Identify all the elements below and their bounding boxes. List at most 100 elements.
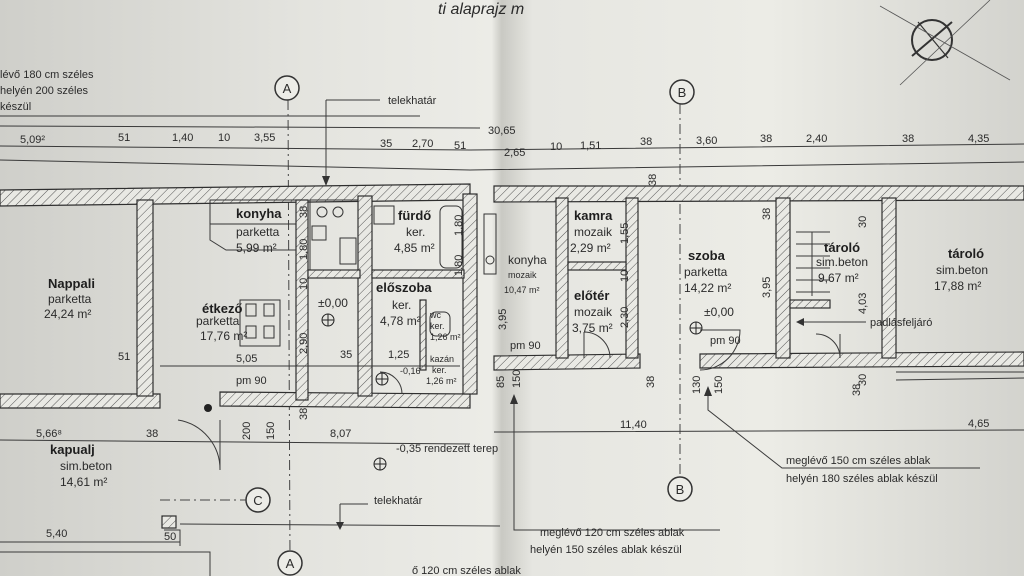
room-area: 14,61 m² [60, 475, 107, 489]
label-telekhatar-bottom: telekhatár [374, 495, 423, 507]
room-finish: ker. [430, 321, 445, 331]
svg-text:3,95: 3,95 [761, 277, 773, 298]
dim-top-total: 30,65 [488, 125, 516, 137]
room-area: 3,75 m² [572, 321, 613, 335]
label-pm90: pm 90 [510, 340, 541, 352]
dim-bottom: 4,65 [968, 418, 989, 430]
room-furdo: fürdő ker. 4,85 m² [394, 208, 435, 255]
level-minus: -0,16 [400, 366, 421, 376]
room-finish: parketta [684, 265, 728, 279]
level-marker-icon [204, 313, 703, 471]
dim-top: 4,35 [968, 133, 989, 145]
dim-top: 10 [218, 132, 230, 144]
svg-text:200: 200 [241, 422, 253, 440]
room-eloter: előtér mozaik 3,75 m² [572, 288, 613, 335]
svg-text:3,95: 3,95 [497, 309, 509, 330]
note-bottom-cut: ő 120 cm széles ablak [412, 565, 521, 576]
room-name: konyha [508, 253, 547, 267]
sheet-title: ti alaprajz m [438, 1, 524, 18]
room-area: 24,24 m² [44, 307, 91, 321]
svg-text:30: 30 [857, 216, 869, 228]
svg-text:10: 10 [619, 270, 631, 282]
room-tarolo-2: tároló sim.beton 17,88 m² [934, 246, 988, 293]
room-finish: mozaik [574, 225, 613, 239]
svg-text:B: B [678, 85, 687, 100]
room-kazan: kazán ker. 1,26 m² [426, 354, 457, 386]
room-area: 2,29 m² [570, 241, 611, 255]
axis-marker-a-bottom: A [277, 550, 303, 576]
svg-text:150: 150 [713, 376, 725, 394]
dim-bottom: 11,40 [620, 419, 647, 431]
note-top-2: helyén 200 széles [0, 85, 89, 97]
room-name: konyha [236, 206, 282, 221]
room-name: étkező [202, 301, 243, 316]
room-finish: mozaik [574, 305, 613, 319]
room-name: wc [429, 310, 441, 320]
dim-top: 1,40 [172, 132, 193, 144]
room-finish: ker. [406, 225, 425, 239]
room-nappali: Nappali parketta 24,24 m² [44, 276, 95, 321]
dim-bottom: 5,40 [46, 528, 67, 540]
doors [177, 329, 841, 471]
svg-text:38: 38 [851, 384, 863, 396]
room-area: 17,88 m² [934, 279, 981, 293]
room-area: 1,26 m² [426, 376, 457, 386]
svg-text:38: 38 [761, 208, 773, 220]
north-arrow-icon [879, 0, 1011, 86]
vertical-dims: 38 1,80 10 2,90 38 1,80 1,80 3,95 38 1,5… [241, 174, 869, 440]
room-konyha-2: konyha mozaik 10,47 m² [504, 253, 547, 295]
room-name: Nappali [48, 276, 95, 291]
dim-top: 2,65 [504, 147, 525, 159]
label-telekhatar-top: telekhatár [388, 95, 437, 107]
room-area: 14,22 m² [684, 281, 731, 295]
svg-text:85: 85 [495, 376, 507, 388]
room-kamra: kamra mozaik 2,29 m² [570, 208, 613, 255]
room-tarolo-1: tároló sim.beton 9,67 m² [816, 240, 868, 285]
dim-top: 38 [902, 133, 914, 145]
svg-text:C: C [253, 493, 262, 508]
room-area: 9,67 m² [818, 271, 859, 285]
room-name: tároló [824, 240, 860, 255]
level-zero-b: ±0,00 [704, 305, 734, 319]
room-finish: parketta [196, 314, 240, 328]
svg-text:B: B [676, 482, 685, 497]
exterior-walls [0, 183, 1024, 409]
room-name: fürdő [398, 208, 431, 223]
room-eloszoba: előszoba ker. 4,78 m² [376, 280, 432, 328]
axis-marker-c: C [160, 487, 271, 513]
dim-inner: 5,05 [236, 353, 257, 365]
dim-top: 2,40 [806, 133, 827, 145]
svg-text:2,90: 2,90 [298, 333, 310, 354]
dim-bottom: 50 [164, 531, 176, 543]
dining-table [239, 299, 281, 347]
label-pm90: pm 90 [710, 335, 741, 347]
dim-top: 38 [760, 133, 772, 145]
dim-top: 3,60 [696, 135, 717, 147]
dim-bottom: 5,66⁸ [36, 428, 62, 440]
svg-text:130: 130 [691, 376, 703, 394]
label-rendezett-terep: -0,35 rendezett terep [396, 443, 498, 455]
room-area: 4,78 m² [380, 314, 421, 328]
dim-top: 5,09² [20, 134, 45, 146]
grid-line-a [287, 99, 291, 561]
svg-text:1,80: 1,80 [453, 215, 465, 236]
room-wc: wc ker. 1,26 m² [429, 310, 461, 342]
note-top-3: készül [0, 101, 31, 113]
room-finish: ker. [392, 298, 411, 312]
room-area: 17,76 m² [200, 329, 247, 343]
room-finish: sim.beton [60, 459, 112, 473]
svg-text:38: 38 [298, 206, 310, 218]
dim-bottom: 8,07 [330, 428, 351, 440]
svg-text:38: 38 [645, 376, 657, 388]
room-finish: ker. [432, 365, 447, 375]
dim-top: 38 [640, 136, 652, 148]
svg-text:A: A [286, 556, 295, 571]
room-name: szoba [688, 248, 726, 263]
svg-text:150: 150 [265, 422, 277, 440]
svg-text:38: 38 [298, 408, 310, 420]
room-kapualj: kapualj sim.beton 14,61 m² [50, 442, 112, 489]
svg-text:150: 150 [511, 370, 523, 388]
svg-text:38: 38 [647, 174, 659, 186]
room-area: 4,85 m² [394, 241, 435, 255]
label-pm90: pm 90 [236, 375, 267, 387]
